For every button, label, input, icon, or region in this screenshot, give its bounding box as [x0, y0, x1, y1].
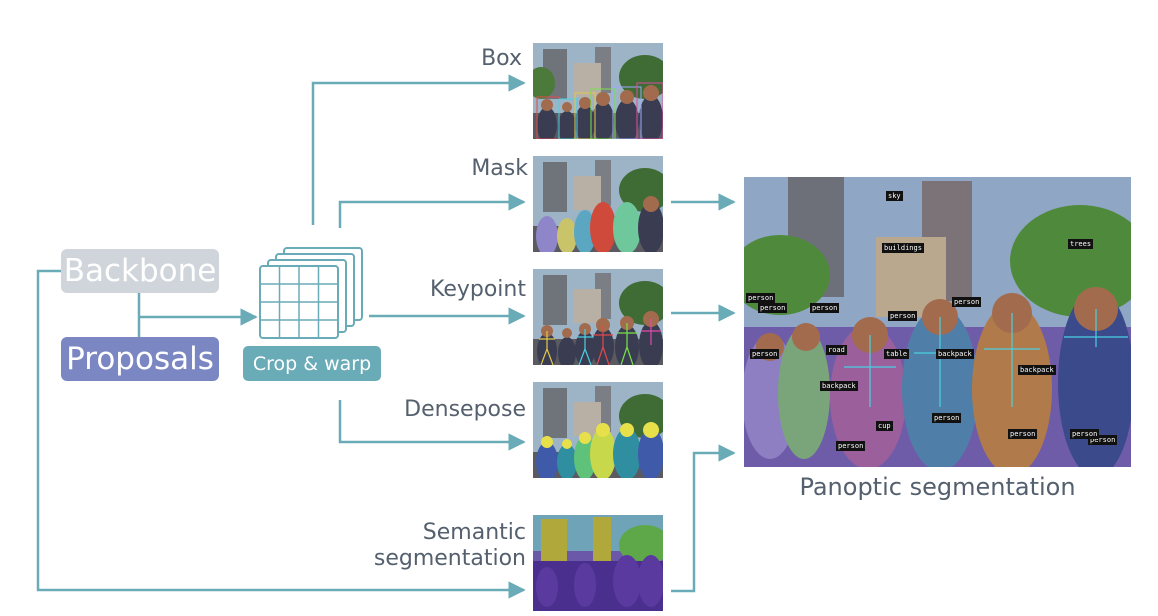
- densepose-task-label: Densepose: [404, 397, 526, 422]
- mask-task-label: Mask: [471, 156, 528, 181]
- panoptic-tag-backpack: backpack: [936, 349, 974, 359]
- panoptic-tag-person: person: [758, 303, 788, 313]
- box-task-label: Box: [481, 46, 522, 71]
- panoptic-tag-backpack: backpack: [1018, 365, 1056, 375]
- panoptic-tag-person: person: [750, 349, 780, 359]
- panoptic-tag-cup: cup: [876, 421, 893, 431]
- panoptic-tag-backpack: backpack: [820, 381, 858, 391]
- semantic-result-image: [533, 515, 663, 611]
- panoptic-tag-sky: sky: [886, 191, 903, 201]
- backbone-label: Backbone: [63, 253, 217, 289]
- panoptic-tag-person: person: [1008, 429, 1038, 439]
- crop-to-densepose-arrow: [338, 400, 526, 451]
- semantic-task-label: Semantic segmentation: [374, 520, 526, 572]
- keypoint-task-label: Keypoint: [430, 277, 526, 302]
- panoptic-tag-road: road: [826, 345, 847, 355]
- box-result-image: [533, 43, 663, 139]
- crop-warp-label-box: Crop & warp: [243, 346, 381, 381]
- semantic-to-panoptic-arrow: [671, 444, 736, 593]
- panoptic-tag-person: person: [836, 441, 866, 451]
- panoptic-tag-buildings: buildings: [882, 243, 924, 253]
- keypoint-result-image: [533, 269, 663, 365]
- panoptic-tag-table: table: [884, 349, 910, 359]
- panoptic-tag-trees: trees: [1068, 239, 1094, 249]
- crop-to-mask-arrow: [338, 193, 526, 228]
- proposals-box: Proposals: [61, 337, 219, 381]
- panoptic-tag-person: person: [888, 311, 918, 321]
- panoptic-tag-person: person: [1070, 429, 1100, 439]
- panoptic-tag-person: person: [746, 293, 776, 303]
- panoptic-result-image: sky buildings trees person person person…: [744, 177, 1131, 467]
- panoptic-tag-person: person: [952, 297, 982, 307]
- mask-result-image: [533, 156, 663, 252]
- semantic-label-line2: segmentation: [373, 546, 526, 571]
- proposals-label: Proposals: [66, 341, 214, 377]
- panoptic-tag-person: person: [932, 413, 962, 423]
- panoptic-tag-person: person: [1088, 435, 1118, 445]
- crop-warp-label: Crop & warp: [252, 352, 372, 375]
- backbone-to-semantic-arrow: [36, 269, 526, 599]
- crop-warp-grid-icon: [259, 247, 363, 339]
- semantic-label-line1: Semantic: [422, 520, 526, 545]
- panoptic-tag-person: person: [810, 303, 840, 313]
- backbone-box: Backbone: [61, 249, 219, 293]
- densepose-result-image: [533, 382, 663, 478]
- panoptic-segmentation-label: Panoptic segmentation: [799, 473, 1076, 501]
- crop-to-box-arrow: [311, 74, 526, 225]
